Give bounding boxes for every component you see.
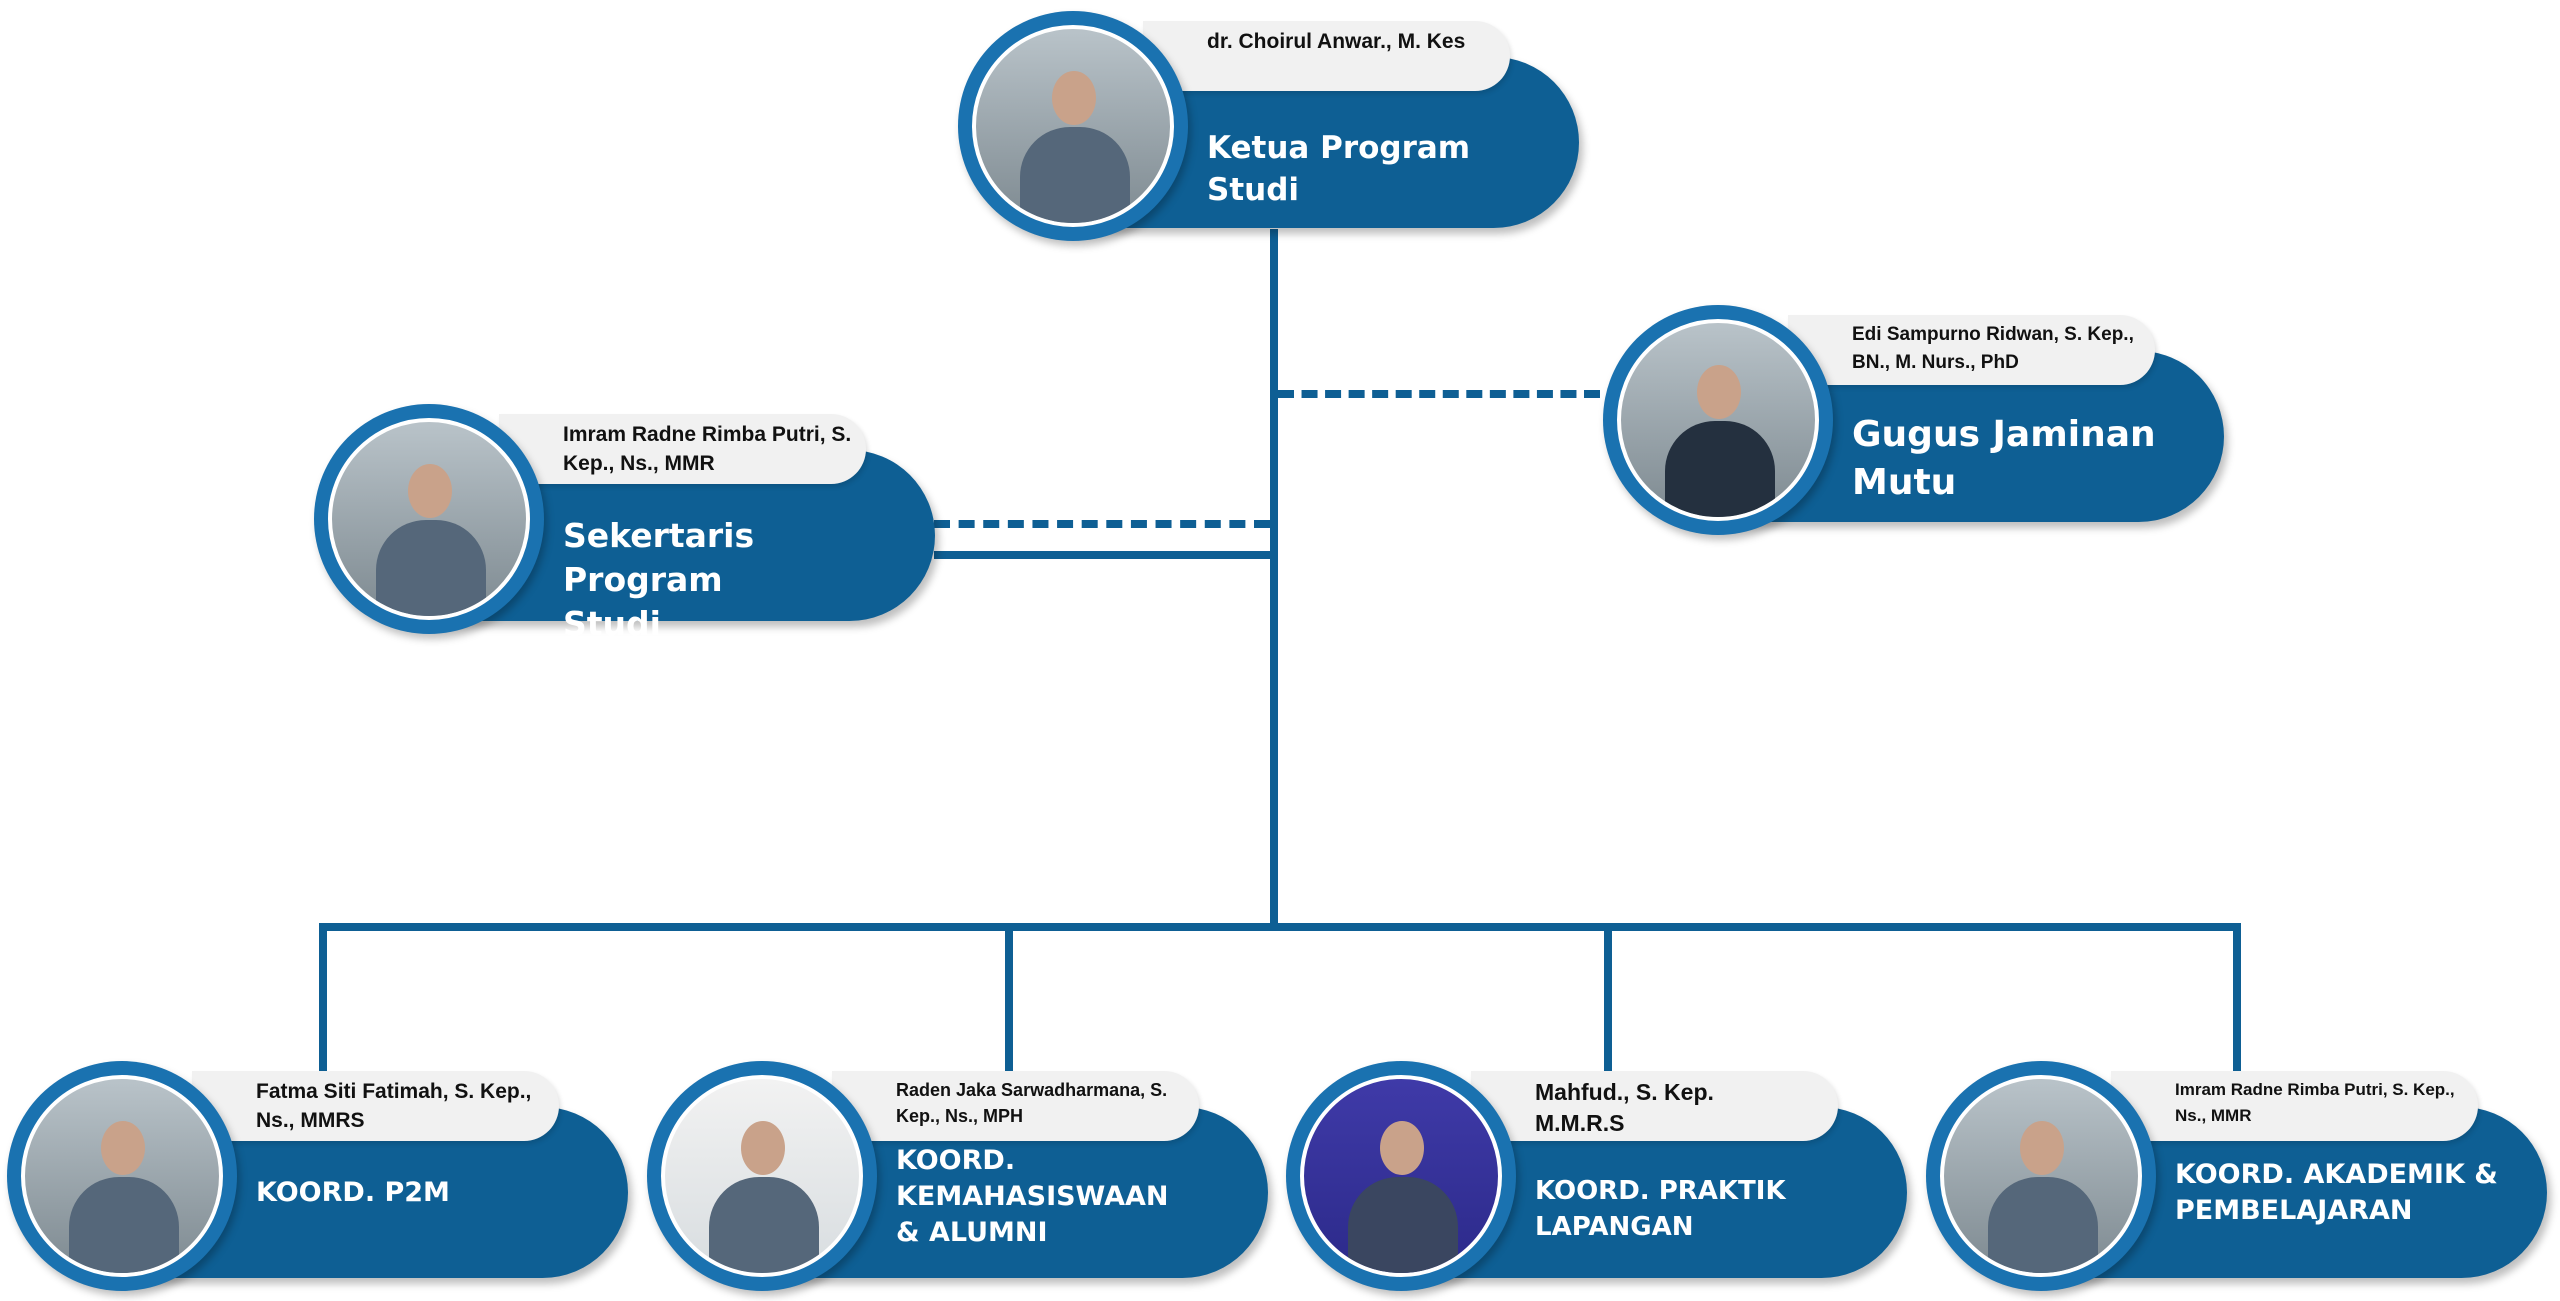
- person-photo-icon: [1617, 319, 1819, 521]
- person-photo-icon: [1940, 1075, 2142, 1277]
- name-tab: [2111, 1071, 2478, 1141]
- name-tab: [1471, 1071, 1838, 1141]
- drop-line-4: [2233, 923, 2241, 1073]
- name-tab: [499, 414, 866, 484]
- person-name: Mahfud., S. Kep. M.M.R.S: [1535, 1079, 1714, 1136]
- name-tab: [1788, 315, 2155, 385]
- name-tab: [192, 1071, 559, 1141]
- person-photo-icon: [661, 1075, 863, 1277]
- card-gugus-jaminan-mutu: Edi Sampurno Ridwan, S. Kep., BN., M. Nu…: [1603, 305, 2224, 545]
- role-title: KOORD. KEMAHASISWAAN & ALUMNI: [896, 1145, 1169, 1248]
- coordinator-bus-line: [319, 923, 2241, 931]
- card-koord-kemahasiswaan: Raden Jaka Sarwadharmana, S. Kep., Ns., …: [647, 1061, 1268, 1301]
- name-tab: [1143, 21, 1510, 91]
- photo-frame: [1286, 1061, 1516, 1291]
- dashed-link-secretary: [934, 520, 1270, 528]
- role-title: Sekertaris Program Studi: [563, 516, 755, 643]
- photo-frame: [7, 1061, 237, 1291]
- name-tab: [832, 1071, 1199, 1141]
- drop-line-2: [1005, 923, 1013, 1073]
- person-name: Edi Sampurno Ridwan, S. Kep., BN., M. Nu…: [1852, 324, 2134, 373]
- person-photo-icon: [972, 25, 1174, 227]
- photo-frame: [1926, 1061, 2156, 1291]
- person-name: dr. Choirul Anwar., M. Kes: [1207, 30, 1466, 53]
- drop-line-1: [319, 923, 327, 1073]
- person-name: Imram Radne Rimba Putri, S. Kep., Ns., M…: [563, 423, 852, 475]
- role-title: KOORD. PRAKTIK LAPANGAN: [1535, 1176, 1786, 1242]
- photo-frame: [647, 1061, 877, 1291]
- card-ketua-program-studi: dr. Choirul Anwar., M. Kes Ketua Program…: [958, 11, 1579, 251]
- person-name: Fatma Siti Fatimah, S. Kep., Ns., MMRS: [256, 1080, 532, 1132]
- photo-frame: [958, 11, 1188, 241]
- person-photo-icon: [328, 418, 530, 620]
- person-photo-icon: [1300, 1075, 1502, 1277]
- role-title: KOORD. P2M: [256, 1177, 450, 1208]
- role-title: Gugus Jaminan Mutu: [1852, 414, 2156, 503]
- person-photo-icon: [21, 1075, 223, 1277]
- person-name: Raden Jaka Sarwadharmana, S. Kep., Ns., …: [896, 1080, 1168, 1126]
- card-koord-p2m: Fatma Siti Fatimah, S. Kep., Ns., MMRS K…: [7, 1061, 628, 1301]
- card-koord-akademik: Imram Radne Rimba Putri, S. Kep., Ns., M…: [1926, 1061, 2547, 1301]
- photo-frame: [314, 404, 544, 634]
- person-name: Imram Radne Rimba Putri, S. Kep., Ns., M…: [2175, 1080, 2455, 1125]
- dashed-link-quality: [1278, 390, 1600, 398]
- card-sekertaris-program-studi: Imram Radne Rimba Putri, S. Kep., Ns., M…: [314, 404, 935, 644]
- role-title: Ketua Program Studi: [1207, 130, 1471, 208]
- role-title: KOORD. AKADEMIK & PEMBELAJARAN: [2175, 1159, 2498, 1226]
- card-koord-praktik-lapangan: Mahfud., S. Kep. M.M.R.S KOORD. PRAKTIK …: [1286, 1061, 1907, 1301]
- trunk-line: [1270, 229, 1278, 931]
- solid-link-secretary: [934, 551, 1270, 559]
- photo-frame: [1603, 305, 1833, 535]
- drop-line-3: [1604, 923, 1612, 1073]
